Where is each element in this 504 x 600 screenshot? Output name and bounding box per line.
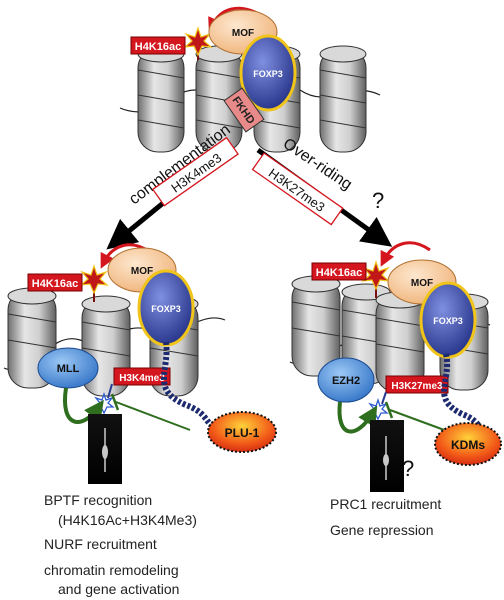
mll-writer	[37, 347, 99, 389]
right-panel: H4K16ac MOF FOXP3 EZH2 H3K27me3 KDMs ? P…	[289, 241, 502, 538]
h3k27me3-label: H3K27me3	[391, 381, 443, 392]
plu1-demethylase	[207, 411, 277, 453]
mof-acetylation-arrow-right	[380, 241, 431, 267]
methyl-stalk-right	[381, 391, 387, 405]
kdms-inhibition-bar	[384, 401, 394, 419]
mll-label: MLL	[57, 363, 80, 375]
ezh2-writer	[317, 357, 375, 403]
kdms-label: KDMs	[451, 438, 485, 452]
mof-label-right: MOF	[411, 278, 433, 289]
methyl-star-left	[93, 391, 115, 415]
gel-question-mark: ?	[402, 456, 414, 481]
plu1-label: PLU-1	[225, 426, 260, 440]
mof-label-left: MOF	[131, 266, 153, 277]
left-caption-4: chromatin remodeling	[44, 562, 179, 578]
h4k16ac-box-top	[130, 36, 186, 55]
h3k4me3-box	[113, 367, 171, 386]
right-caption-1: PRC1 recruitment	[330, 496, 441, 512]
plu1-inhibition	[115, 401, 191, 431]
ezh2-label: EZH2	[332, 375, 360, 387]
left-caption-5: and gene activation	[58, 581, 179, 597]
mll-methylation-arrow	[63, 387, 104, 424]
h4k16ac-label-left: H4K16ac	[32, 278, 78, 290]
right-caption-2: Gene repression	[330, 522, 434, 538]
left-caption-1: BPTF recognition	[44, 492, 152, 508]
gel-blot-left	[102, 445, 108, 459]
foxp3-right	[419, 281, 477, 359]
left-caption-3: NURF recruitment	[44, 536, 157, 552]
mof-label-top: MOF	[232, 28, 254, 39]
foxp3-label-left: FOXP3	[151, 304, 181, 314]
top-panel: H4K16ac MOF FOXP3 FKHD	[119, 6, 381, 153]
methyl-stalk-left	[107, 383, 113, 399]
left-caption-2: (H4K16Ac+H3K4Me3)	[58, 512, 197, 528]
plu1-inhibition-bar	[110, 393, 120, 411]
kdms-demethylase	[434, 422, 502, 466]
h3k4me3-label: H3K4me3	[119, 373, 165, 384]
gel-blot-right	[383, 454, 389, 466]
h4k16ac-box-left	[27, 273, 83, 292]
left-panel: H4K16ac MOF FOXP3 MLL H3K4me3 PLU-1 BPTF…	[3, 243, 277, 597]
nucleosome-top-4	[319, 45, 367, 153]
h4k16ac-box-right	[311, 262, 367, 281]
nucleosome-top-1	[137, 45, 185, 153]
h4k16ac-label-right: H4K16ac	[316, 267, 362, 279]
h4k16ac-label-top: H4K16ac	[135, 41, 181, 53]
h3k27me3-box	[385, 375, 449, 394]
ezh2-methylation-arrow	[337, 401, 378, 434]
branch-question-mark: ?	[372, 188, 384, 213]
foxp3-label-right: FOXP3	[433, 316, 463, 326]
foxp3-top	[239, 34, 297, 112]
foxp3-tail-left	[161, 341, 215, 429]
acetyl-star-left	[79, 264, 109, 295]
foxp3-label-top: FOXP3	[253, 69, 283, 79]
